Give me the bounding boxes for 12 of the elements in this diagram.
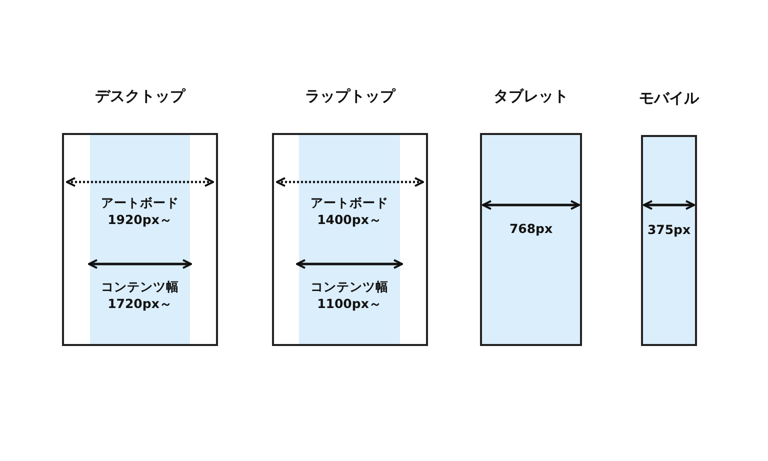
width-label: 375px xyxy=(646,221,692,238)
width-label: コンテンツ幅 1720px～ xyxy=(100,278,180,312)
device-heading: タブレット xyxy=(492,86,570,106)
device-heading: デスクトップ xyxy=(94,86,187,106)
width-label: アートボード 1400px～ xyxy=(310,194,390,228)
width-label: アートボード 1920px～ xyxy=(100,194,180,228)
device-heading: モバイル xyxy=(638,88,700,108)
width-label: 768px xyxy=(508,220,554,237)
content-area xyxy=(90,135,190,344)
content-area xyxy=(299,135,400,344)
device-heading: ラップトップ xyxy=(304,86,397,106)
width-label: コンテンツ幅 1100px～ xyxy=(310,278,390,312)
